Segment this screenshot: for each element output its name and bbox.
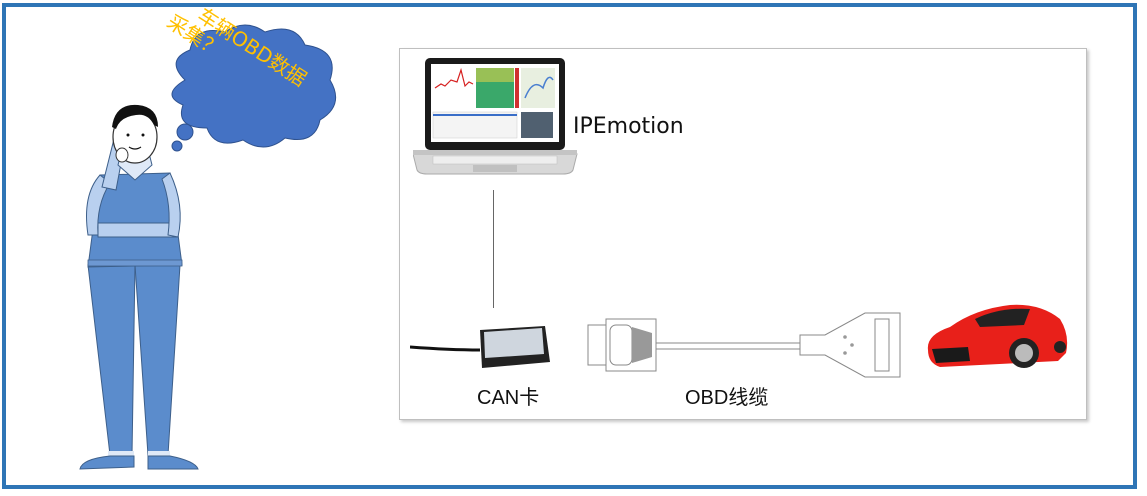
thinking-person-icon (79, 104, 199, 470)
can-card-label: CAN卡 (477, 387, 540, 409)
software-label: IPEmotion (573, 114, 684, 139)
laptop-icon (413, 58, 578, 175)
obd-cable-label: OBD线缆 (685, 387, 769, 409)
thought-bubble-icon (171, 24, 337, 152)
obd-cable-icon (587, 312, 901, 378)
connection-line (493, 190, 494, 308)
car-icon (927, 304, 1068, 368)
can-card-icon (410, 326, 550, 368)
